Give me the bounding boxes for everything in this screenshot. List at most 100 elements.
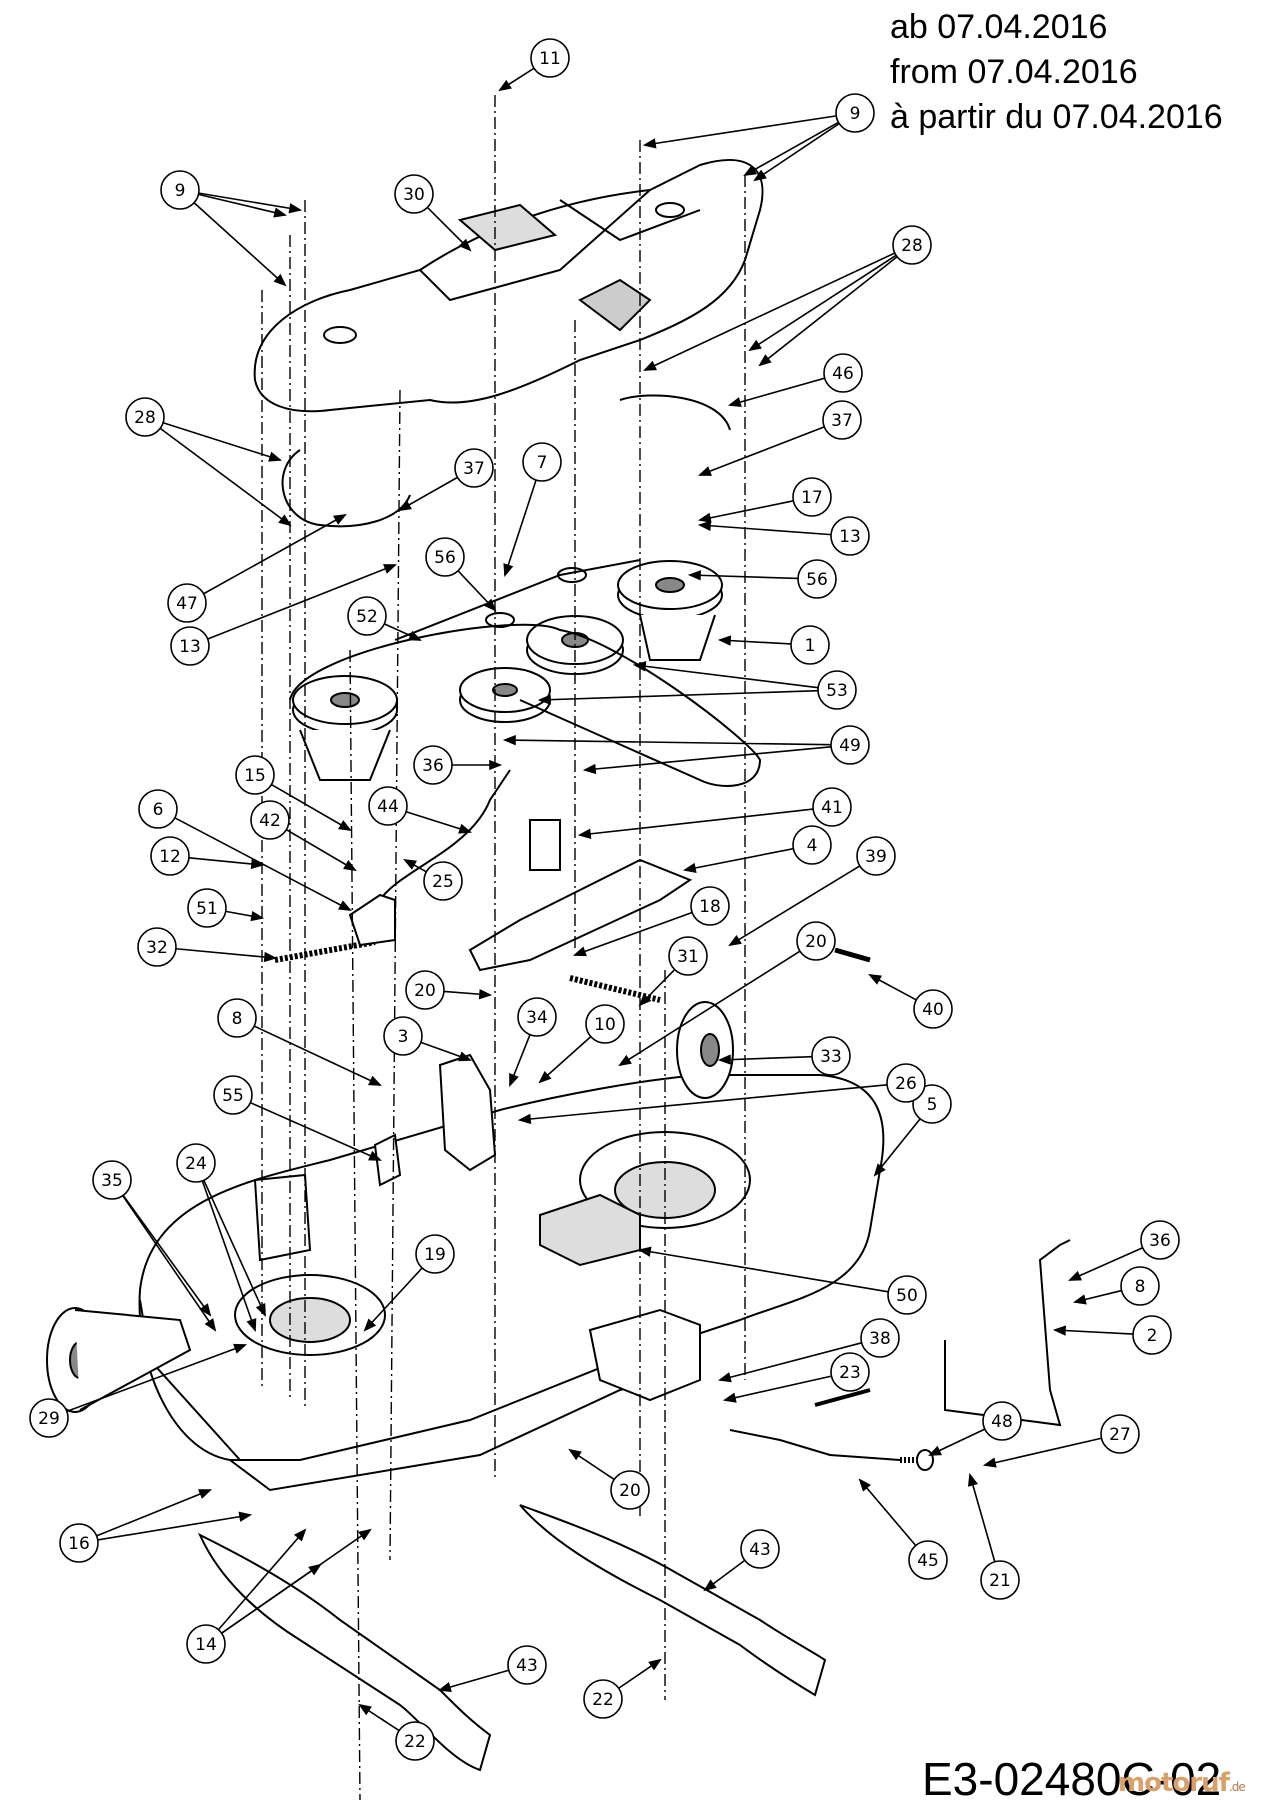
callout-bubble (822, 400, 862, 440)
callout-43: 43 (507, 1645, 547, 1685)
leader-arrow-38 (717, 1372, 732, 1383)
leader-arrow-46 (727, 397, 742, 408)
callout-20: 20 (796, 921, 836, 961)
callout-number: 23 (839, 1363, 861, 1383)
leader-arrow-14 (294, 1528, 307, 1542)
leader-arrow-29 (233, 1343, 248, 1354)
leader-arrow-28 (748, 339, 762, 352)
callout-number: 9 (175, 181, 186, 201)
callout-bubble (610, 1470, 650, 1510)
callout-bubble (913, 989, 953, 1029)
callout-12: 12 (150, 836, 190, 876)
callout-36: 36 (413, 745, 453, 785)
callout-47: 47 (167, 583, 207, 623)
callout-number: 44 (377, 797, 399, 817)
callout-number: 9 (850, 104, 861, 124)
leader-arrow-35 (204, 1318, 217, 1332)
callout-number: 38 (869, 1329, 891, 1349)
leader-arrow-9 (273, 207, 288, 218)
callout-bubble (138, 789, 178, 829)
callout-number: 42 (259, 811, 281, 831)
watermark-tld: .de (1228, 1780, 1246, 1794)
leader-line-7 (504, 479, 537, 576)
callout-bubble (797, 559, 837, 599)
callout-30: 30 (394, 174, 434, 214)
leader-line-49 (584, 745, 832, 771)
callout-number: 41 (821, 798, 843, 818)
leader-arrow-20 (618, 1054, 632, 1067)
pulley-left (292, 675, 398, 781)
callout-44: 44 (368, 786, 408, 826)
leader-line-18 (574, 911, 693, 956)
leader-arrow-41 (577, 828, 592, 839)
callout-number: 43 (516, 1656, 538, 1676)
leader-line-19 (364, 1267, 423, 1331)
callout-number: 22 (404, 1732, 426, 1752)
callout-52: 52 (347, 596, 387, 636)
leader-arrow-27 (982, 1457, 997, 1468)
date-line-french: à partir du 07.04.2016 (890, 98, 1223, 136)
callout-53: 53 (817, 670, 857, 710)
callout-number: 55 (222, 1086, 244, 1106)
leader-arrow-6 (338, 900, 352, 912)
leader-line-37 (399, 476, 458, 511)
leader-line-36 (1069, 1246, 1143, 1281)
callout-number: 27 (1109, 1425, 1131, 1445)
callout-bubble (394, 174, 434, 214)
callout-18: 18 (690, 886, 730, 926)
callout-bubble (583, 1679, 623, 1719)
belt-53 (289, 623, 762, 787)
leader-arrow-7 (503, 563, 514, 578)
callout-6: 6 (138, 789, 178, 829)
callout-35: 35 (92, 1160, 132, 1200)
leader-line-24 (203, 1179, 266, 1316)
leader-lines (66, 67, 1143, 1732)
leader-arrow-56 (483, 598, 497, 612)
leader-arrow-53 (632, 661, 647, 672)
leader-arrow-9 (642, 138, 657, 149)
leader-arrow-43 (703, 1579, 717, 1592)
pulley-center (459, 667, 551, 723)
leader-line-9 (754, 122, 840, 181)
callout-number: 8 (232, 1009, 243, 1029)
callout-bubble (160, 170, 200, 210)
leader-line-38 (719, 1342, 862, 1381)
leader-line-8 (253, 1025, 381, 1086)
leader-line-39 (729, 865, 861, 946)
leader-line-27 (984, 1437, 1102, 1466)
callout-number: 30 (403, 185, 425, 205)
leader-arrow-28 (268, 451, 283, 462)
leader-arrow-22 (358, 1703, 372, 1716)
callout-20: 20 (405, 970, 445, 1010)
callout-25: 25 (423, 861, 463, 901)
blade-left (197, 1532, 492, 1772)
callout-3: 3 (383, 1016, 423, 1056)
callout-bubble (823, 353, 863, 393)
callout-number: 34 (526, 1008, 548, 1028)
callout-number: 51 (196, 899, 218, 919)
callout-bubble (1132, 1315, 1172, 1355)
callout-bubble (792, 825, 832, 865)
leader-line-9 (193, 202, 286, 286)
callout-number: 14 (195, 1635, 217, 1655)
leader-line-37 (699, 426, 825, 476)
callout-bubble (137, 927, 177, 967)
leader-arrow-9 (288, 203, 303, 214)
callout-bubble (908, 1540, 948, 1580)
callout-bubble (835, 93, 875, 133)
leader-arrow-16 (198, 1489, 212, 1499)
watermark-logo: motoruf.de (1118, 1768, 1246, 1798)
leader-arrow-20 (478, 989, 493, 1000)
callout-49: 49 (830, 725, 870, 765)
leader-line-23 (724, 1375, 832, 1401)
leader-arrow-3 (458, 1051, 473, 1062)
leader-arrow-35 (199, 1303, 212, 1317)
callout-number: 20 (619, 1481, 641, 1501)
callout-31: 31 (668, 936, 708, 976)
leader-line-12 (188, 857, 263, 866)
callouts: 1234567889910111213131415161718192020202… (29, 38, 1180, 1761)
callout-11: 11 (530, 38, 570, 78)
leader-arrow-11 (498, 79, 512, 92)
callout-number: 20 (414, 981, 436, 1001)
leader-arrow-37 (697, 466, 712, 476)
